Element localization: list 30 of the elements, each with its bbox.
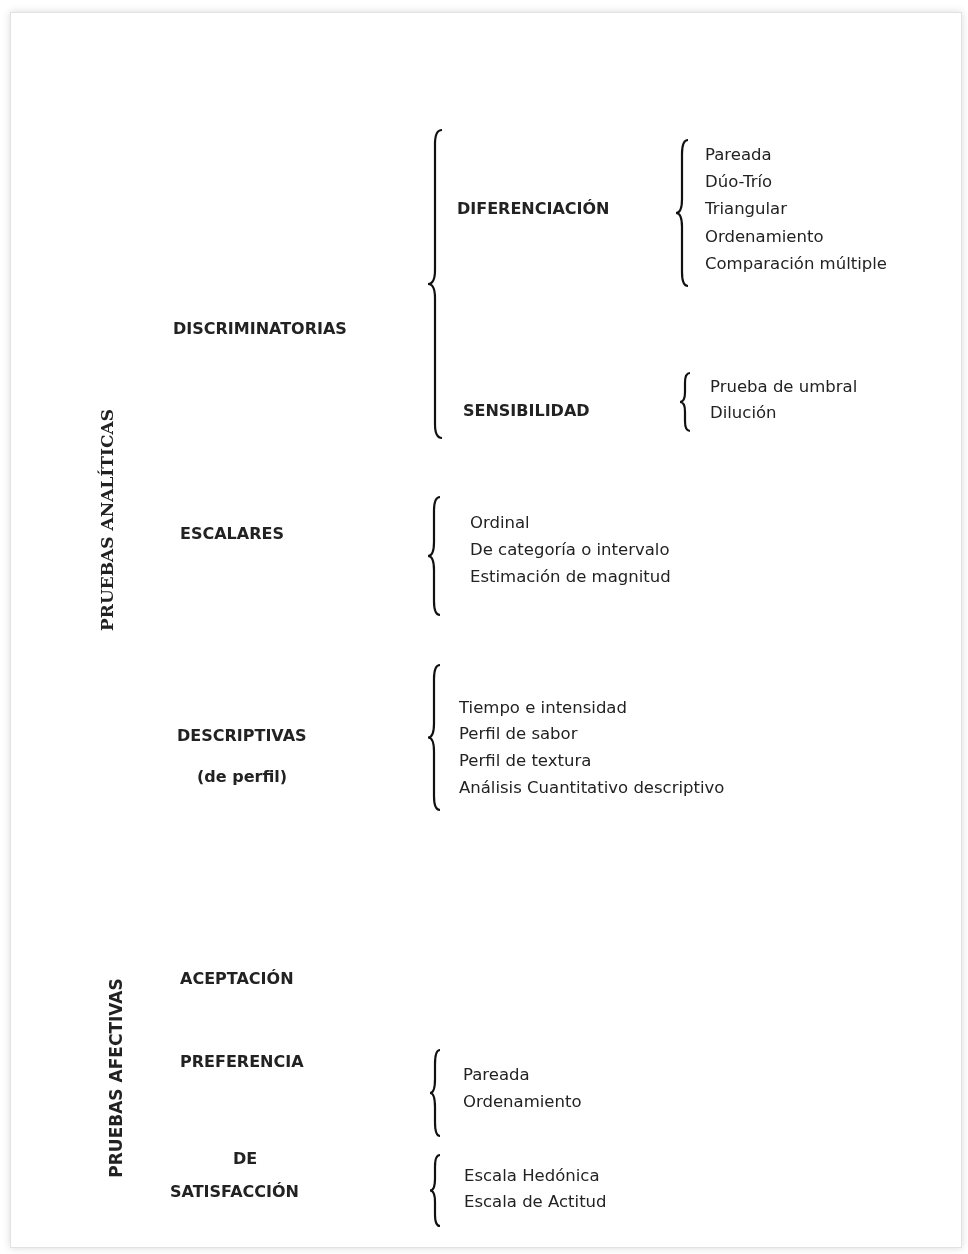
list-item: Escala Hedónica (464, 1165, 600, 1187)
category-heading: DISCRIMINATORIAS (173, 318, 347, 340)
list-item: Perfil de sabor (459, 723, 578, 745)
list-item: Ordenamiento (705, 226, 824, 248)
category-heading: (de perfil) (197, 766, 288, 788)
list-item: Tiempo e intensidad (459, 697, 627, 719)
category-heading: ESCALARES (180, 523, 284, 545)
list-item: Escala de Actitud (464, 1191, 607, 1213)
list-item: Ordenamiento (463, 1091, 582, 1113)
list-item: Análisis Cuantitativo descriptivo (459, 777, 725, 799)
list-item: Prueba de umbral (710, 376, 858, 398)
vertical-title: PRUEBAS AFECTIVAS (107, 978, 125, 1178)
vertical-title: PRUEBAS ANALÍTICAS (98, 409, 116, 631)
category-heading: SENSIBILIDAD (463, 400, 590, 422)
list-item: Triangular (705, 198, 787, 220)
list-item: Dúo-Trío (705, 171, 773, 193)
category-heading: SATISFACCIÓN (170, 1181, 299, 1203)
list-item: Pareada (705, 144, 772, 166)
category-heading: DE (233, 1148, 258, 1170)
list-item: Estimación de magnitud (470, 566, 671, 588)
category-heading: ACEPTACIÓN (180, 968, 294, 990)
category-heading: DIFERENCIACIÓN (457, 198, 610, 220)
category-heading: DESCRIPTIVAS (177, 725, 307, 747)
list-item: Ordinal (470, 512, 530, 534)
list-item: Dilución (710, 402, 777, 424)
list-item: Pareada (463, 1064, 530, 1086)
category-heading: PREFERENCIA (180, 1051, 304, 1073)
list-item: Comparación múltiple (705, 253, 887, 275)
list-item: De categoría o intervalo (470, 539, 670, 561)
list-item: Perfil de textura (459, 750, 592, 772)
